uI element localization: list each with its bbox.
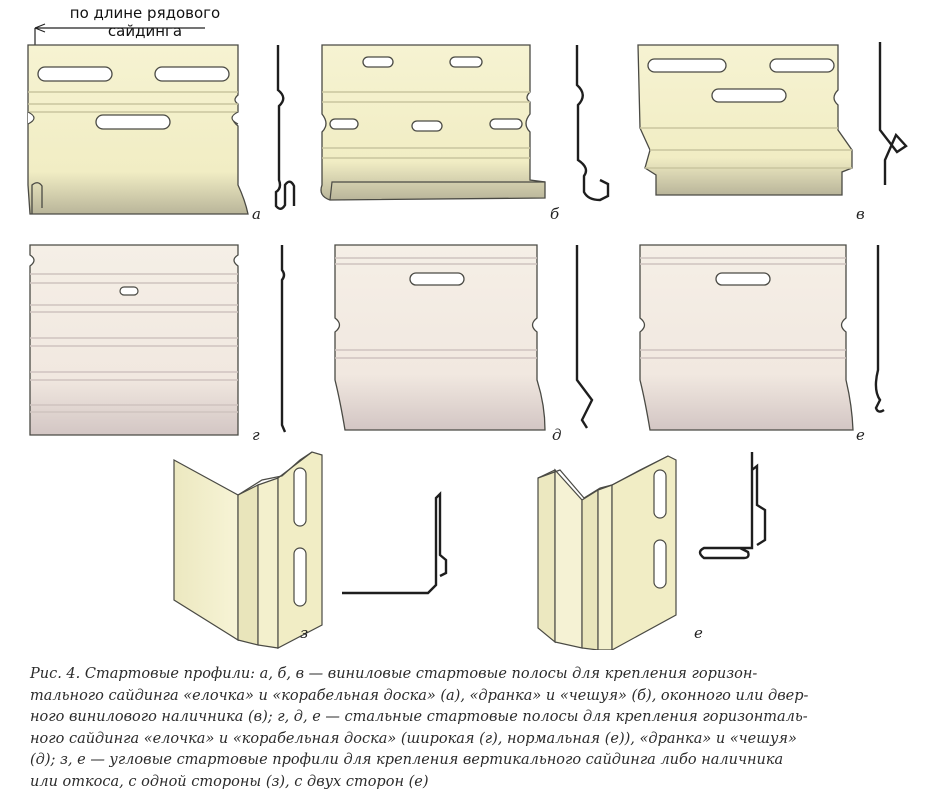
label-g: г [252,426,260,444]
label-b: б [550,205,560,223]
length-note: по длине рядового сайдинга [34,4,220,45]
caption-line: ного сайдинга «елочка» и «корабельная до… [30,730,797,747]
panel-d: д [334,244,562,444]
caption-line: Рис. 4. Стартовые профили: а, б, в — вин… [30,666,758,682]
profile-d-cross-section [575,245,594,429]
caption-line: или откоса, с одной стороны (з), с двух … [30,773,429,790]
profile-v-cross-section [878,42,908,185]
starter-profiles-illustration: по длине рядового сайдинга а б [27,4,908,650]
caption-line: (д); з, е — угловые стартовые профили дл… [30,752,784,768]
profile-z-cross-section [342,491,448,595]
panel-v: в [637,44,865,223]
profile-a-cross-section [274,45,296,210]
length-note-line1: по длине рядового [70,4,220,22]
label-e2: е [694,624,703,642]
caption-line: ного винилового наличника (в); г, д, е —… [30,709,808,725]
profile-g-cross-section [280,245,287,433]
profile-e2-cross-section [698,452,767,560]
profile-b-cross-section [575,45,610,202]
panel-g: г [29,244,260,444]
panel-a: а [27,44,261,223]
profile-e-cross-section [874,245,885,413]
caption-line: тального сайдинга «елочка» и «корабельна… [30,687,809,704]
corner-profile-e: е [537,455,703,650]
label-e: е [856,426,865,444]
corner-profile-z: з [173,451,323,649]
label-v: в [856,205,865,223]
panel-b: б [320,44,560,223]
label-d: д [552,426,562,444]
label-a: а [252,205,261,223]
panel-e: е [639,244,865,444]
length-note-line2: сайдинга [108,22,182,40]
figure-caption: Рис. 4. Стартовые профили: а, б, в — вин… [30,664,910,793]
label-z: з [300,624,308,642]
